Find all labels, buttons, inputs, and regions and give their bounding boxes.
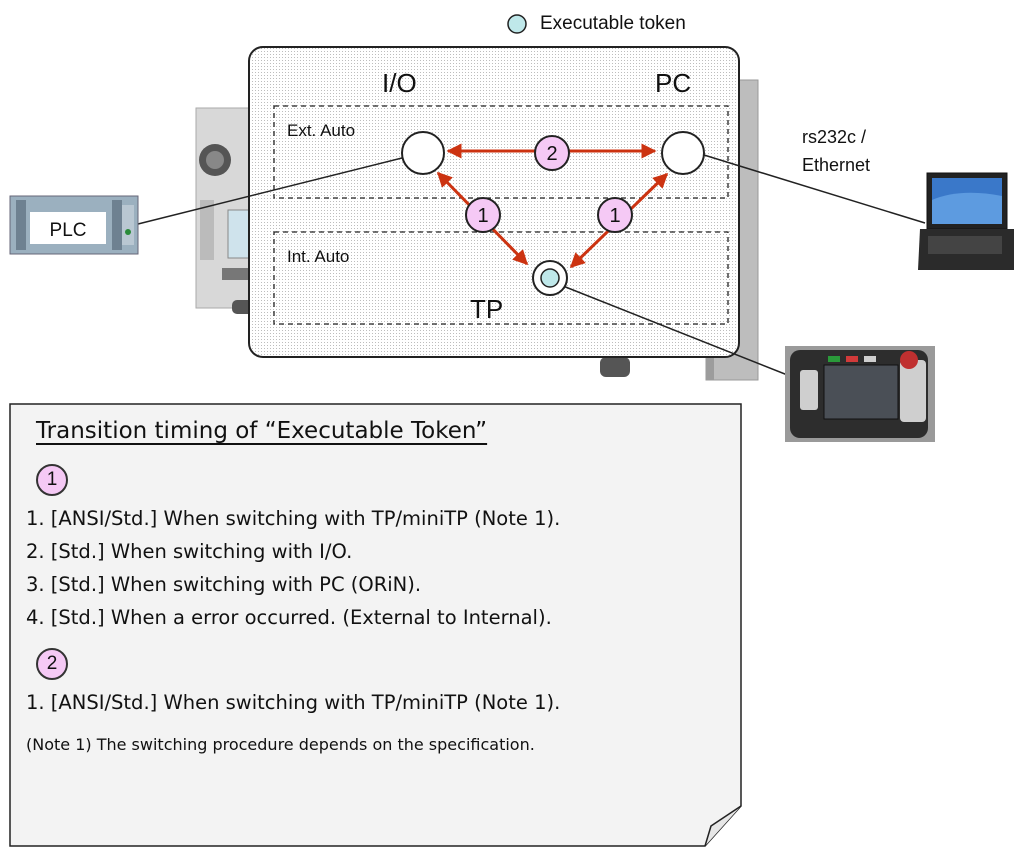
plc-device-image [9, 195, 139, 255]
int-auto-label: Int. Auto [287, 247, 349, 266]
list-item: 3. [Std.] When switching with PC (ORiN). [26, 573, 422, 596]
comm-label-2: Ethernet [802, 155, 870, 175]
group1-marker: 1 [36, 464, 68, 496]
list-item: 4. [Std.] When a error occurred. (Extern… [26, 606, 552, 629]
group2-list: 1. [ANSI/Std.] When switching with TP/mi… [26, 686, 726, 719]
ext-auto-zone [273, 105, 729, 199]
arrow-marker-1-left-label: 1 [477, 205, 488, 227]
list-item: 1. [ANSI/Std.] When switching with TP/mi… [26, 507, 561, 530]
group1-list: 1. [ANSI/Std.] When switching with TP/mi… [26, 502, 726, 634]
comm-label-1: rs232c / [802, 127, 866, 147]
arrow-marker-1-right-label: 1 [609, 205, 620, 227]
executable-token-icon [540, 268, 560, 288]
io-label: I/O [382, 68, 417, 98]
notes-heading: Transition timing of “Executable Token” [36, 418, 488, 444]
notes-content: Transition timing of “Executable Token” … [26, 418, 726, 754]
laptop-icon [918, 172, 1014, 270]
arrow-marker-2 [534, 135, 570, 171]
teach-pendant-icon [785, 346, 935, 442]
arrow-marker-1-right [597, 197, 633, 233]
notes-panel-fold [704, 805, 742, 847]
pc-node [661, 131, 705, 175]
list-item: 1. [ANSI/Std.] When switching with TP/mi… [26, 691, 561, 714]
list-item: 2. [Std.] When switching with I/O. [26, 540, 353, 563]
io-node [401, 131, 445, 175]
tp-pendant-line [562, 285, 796, 379]
footnote: (Note 1) The switching procedure depends… [26, 735, 535, 754]
arrow-marker-1-left [465, 197, 501, 233]
plc-label: PLC [50, 220, 87, 241]
pc-label: PC [655, 68, 691, 98]
group2-marker: 2 [36, 648, 68, 680]
arrow-marker-2-label: 2 [546, 143, 557, 165]
io-plc-line [137, 157, 403, 225]
ext-auto-label: Ext. Auto [287, 121, 355, 140]
tp-label: TP [470, 294, 503, 324]
legend-token-icon [507, 14, 527, 34]
legend-label: Executable token [540, 13, 686, 34]
pc-laptop-line [703, 154, 926, 224]
